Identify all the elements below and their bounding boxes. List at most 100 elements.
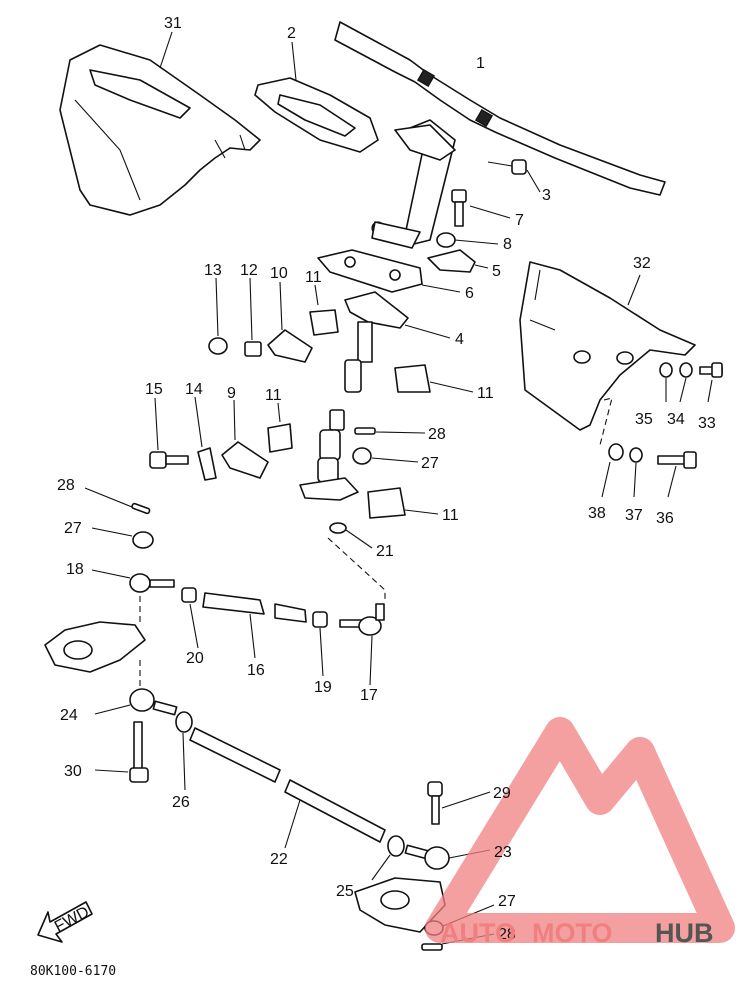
callout-35: 35 [635, 411, 653, 428]
part-35-washer [659, 362, 673, 402]
part-12-nut [244, 277, 262, 357]
part-10-bracket [267, 281, 313, 363]
callout-38: 38 [588, 505, 606, 522]
part-9-bracket [221, 399, 269, 479]
callout-15: 15 [145, 381, 163, 398]
callout-13: 13 [204, 262, 222, 279]
part-8-nut [436, 232, 499, 248]
part-34-washer [679, 362, 693, 403]
callout-10: 10 [270, 265, 288, 282]
callout-28-a: 28 [57, 477, 75, 494]
part-1-handlebar [334, 21, 666, 249]
part-32-side-cover [519, 261, 696, 431]
callout-17: 17 [360, 687, 378, 704]
callout-36: 36 [656, 510, 674, 527]
part-7-bolt [451, 189, 511, 227]
callout-3: 3 [542, 187, 551, 204]
callout-34: 34 [667, 411, 685, 428]
part-15-bolt [149, 397, 189, 469]
part-11-bushing-d [367, 487, 439, 519]
callout-27-b: 27 [421, 455, 439, 472]
callout-29: 29 [493, 785, 511, 802]
callout-16: 16 [247, 662, 265, 679]
callout-37: 37 [625, 507, 643, 524]
watermark-triangle [425, 717, 735, 943]
part-17-joint [327, 537, 386, 686]
drop-arm [44, 621, 146, 673]
part-25-nut [371, 835, 405, 881]
part-27-nut-upper [352, 447, 419, 465]
callout-24: 24 [60, 707, 78, 724]
part-21-washer [329, 522, 373, 549]
callout-33: 33 [698, 415, 716, 432]
callout-9: 9 [227, 385, 236, 402]
part-23-joint [404, 844, 491, 870]
watermark-hub: HUB [655, 918, 714, 948]
part-29-bolt [427, 781, 491, 825]
part-14-plate [194, 396, 217, 481]
part-22-rod [189, 727, 386, 849]
part-24-joint [94, 688, 178, 716]
part-20-nut [181, 587, 199, 649]
callout-23: 23 [494, 844, 512, 861]
part-31-handlebar-cover [59, 44, 261, 216]
callout-28-c: 28 [498, 926, 516, 943]
part-30-bolt [94, 721, 149, 783]
callout-7: 7 [515, 212, 524, 229]
callout-20: 20 [186, 650, 204, 667]
part-16-rod [202, 592, 265, 659]
part-27-nut-left [91, 527, 154, 549]
watermark-auto: AUTO [440, 918, 516, 948]
part-19-nut [312, 611, 328, 677]
part-11-bushing-b [394, 364, 474, 393]
part-6-holder [317, 249, 461, 293]
part-36-bolt [657, 451, 697, 498]
callout-18: 18 [66, 561, 84, 578]
callout-11-d: 11 [442, 507, 459, 524]
callout-25: 25 [336, 883, 354, 900]
callout-1: 1 [476, 55, 485, 72]
part-37-washer [629, 447, 643, 498]
callout-22: 22 [270, 851, 288, 868]
callout-32: 32 [633, 255, 651, 272]
callout-11-c: 11 [265, 387, 282, 404]
part-11-bushing-c [267, 402, 293, 453]
callout-2: 2 [287, 25, 296, 42]
watermark-logo [425, 717, 735, 943]
part-4-column [344, 291, 451, 393]
callout-28-b: 28 [428, 426, 446, 443]
callout-19: 19 [314, 679, 332, 696]
callout-30: 30 [64, 763, 82, 780]
part-2-plate [254, 77, 379, 153]
callout-12: 12 [240, 262, 258, 279]
callout-27-c: 27 [498, 893, 516, 910]
callout-21: 21 [376, 543, 394, 560]
callout-11-b: 11 [477, 385, 494, 402]
watermark-moto: MOTO [532, 918, 613, 948]
part-13-nut [208, 277, 228, 355]
callout-27-a: 27 [64, 520, 82, 537]
part-11-bushing-a [309, 284, 339, 336]
callout-14: 14 [185, 381, 203, 398]
watermark-text: AUTO MOTO HUB [440, 918, 714, 948]
callout-31: 31 [164, 15, 182, 32]
part-28-pin-upper [354, 427, 426, 435]
fwd-label: FWD [52, 904, 92, 936]
diagram-code: 80K100-6170 [30, 964, 116, 979]
fwd-arrow-icon: FWD [37, 901, 93, 943]
callout-26: 26 [172, 794, 190, 811]
callout-4: 4 [455, 331, 464, 348]
part-18-joint [91, 569, 175, 593]
part-26-nut [175, 711, 193, 791]
lower-column [299, 409, 359, 501]
part-3-bolt [487, 159, 541, 193]
part-19-sleeve [274, 603, 307, 623]
part-38-washer [599, 397, 624, 498]
part-28-pin-left [84, 487, 151, 515]
part-5-clamp [427, 249, 489, 273]
callout-6: 6 [465, 285, 474, 302]
part-33-screw [699, 362, 723, 403]
callout-11-a: 11 [305, 269, 322, 286]
